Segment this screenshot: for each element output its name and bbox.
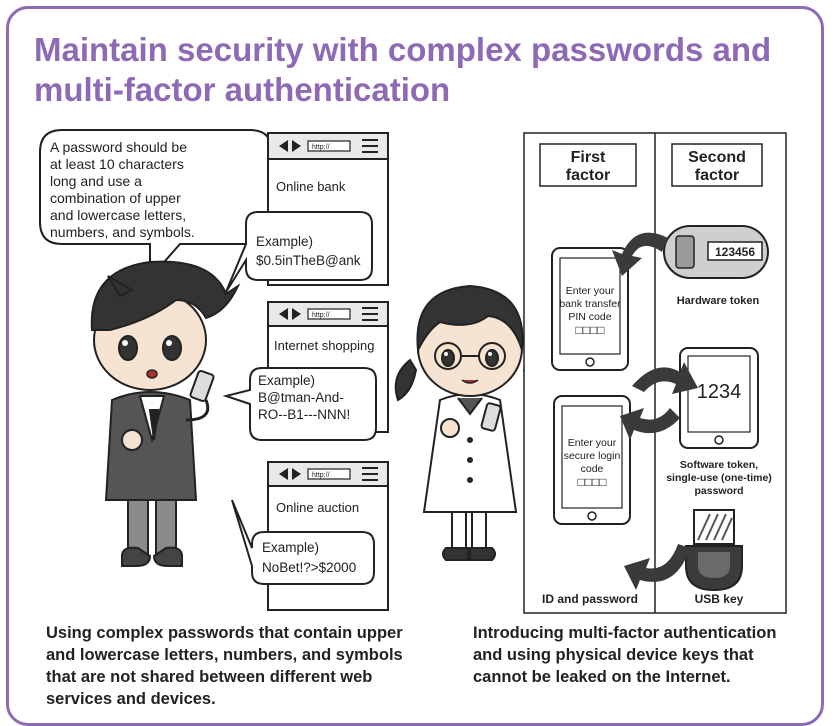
page-title: Maintain security with complex passwords…	[34, 30, 814, 110]
caption-left-line-2: and lowercase letters, numbers, and symb…	[46, 646, 403, 664]
menu-icon	[362, 467, 378, 481]
site-name-shopping: Internet shopping	[274, 338, 374, 353]
example-label-bank: Example)	[256, 234, 313, 249]
site-name-bank: Online bank	[276, 179, 346, 194]
speech-line-4: combination of upper	[50, 190, 181, 206]
back-arrow-icon	[279, 308, 288, 320]
phone1-pin-boxes: □□□□	[576, 323, 605, 337]
arrow-icon	[624, 544, 690, 590]
software-token-line-2: single-use (one-time)	[666, 472, 772, 484]
menu-icon	[362, 307, 378, 321]
id-password-label: ID and password	[542, 592, 638, 606]
software-token-line-3: password	[694, 485, 743, 497]
caption-left-line-3: that are not shared between different we…	[46, 668, 373, 686]
phone-bank-pin: Enter your bank transfer PIN code □□□□	[551, 247, 629, 371]
example-bubble-bank: Example) $0.5inTheB@ank	[225, 211, 373, 293]
example-password-auction: NoBet!?>$2000	[262, 560, 356, 575]
first-factor-line-1: First	[571, 149, 606, 166]
title-line-1: Maintain security with complex passwords…	[34, 31, 772, 68]
caption-right-line-2: and using physical device keys that	[473, 646, 754, 664]
caption-left: Using complex passwords that contain upp…	[46, 622, 441, 710]
arrow-icon	[632, 362, 698, 394]
second-factor-header: Second factor	[671, 143, 763, 187]
example-bubble-auction: Example) NoBet!?>$2000	[231, 499, 375, 585]
hardware-token-label: Hardware token	[677, 295, 760, 307]
caption-left-line-1: Using complex passwords that contain upp…	[46, 624, 403, 642]
phone2-line-1: Enter your	[568, 437, 617, 449]
forward-arrow-icon	[292, 308, 301, 320]
second-factor-line-2: factor	[695, 167, 739, 184]
second-factor-line-1: Second	[688, 149, 746, 166]
title-line-2: multi-factor authentication	[34, 71, 451, 108]
back-arrow-icon	[279, 468, 288, 480]
phone2-pin-boxes: □□□□	[578, 475, 607, 489]
forward-arrow-icon	[292, 468, 301, 480]
software-token-phone: 1234	[679, 347, 759, 449]
first-factor-line-2: factor	[566, 167, 610, 184]
arrow-icon	[612, 232, 668, 276]
speech-line-3: long and use a	[50, 173, 142, 189]
site-name-auction: Online auction	[276, 500, 359, 515]
boy-character	[90, 260, 241, 567]
girl-character	[394, 284, 546, 561]
example-bubble-shopping: Example) B@tman-And- RO--B1---NNN!	[222, 367, 377, 441]
usb-key	[685, 509, 743, 592]
software-token-line-1: Software token,	[680, 459, 758, 471]
hardware-token-code: 123456	[715, 245, 755, 259]
software-token-code: 1234	[697, 381, 742, 403]
speech-bubble: A password should be at least 10 charact…	[39, 129, 273, 281]
hardware-token: 123456	[663, 225, 769, 279]
example-password-shopping-1: B@tman-And-	[258, 390, 344, 405]
menu-icon	[362, 139, 378, 153]
caption-right-line-3: cannot be leaked on the Internet.	[473, 668, 731, 686]
forward-arrow-icon	[292, 140, 301, 152]
caption-left-line-4: services and devices.	[46, 690, 216, 708]
phone2-line-2: secure login	[564, 450, 621, 462]
arrows	[612, 232, 698, 590]
example-password-shopping-2: RO--B1---NNN!	[258, 407, 350, 422]
caption-right-line-1: Introducing multi-factor authentication	[473, 624, 777, 642]
speech-line-5: and lowercase letters,	[50, 207, 186, 223]
phone-login-code: Enter your secure login code □□□□	[553, 395, 631, 525]
speech-line-2: at least 10 characters	[50, 156, 184, 172]
phone2-line-3: code	[581, 463, 604, 475]
phone1-line-1: Enter your	[566, 285, 615, 297]
example-password-bank: $0.5inTheB@ank	[256, 253, 361, 268]
speech-line-6: numbers, and symbols.	[50, 224, 195, 240]
arrow-icon	[620, 408, 680, 440]
back-arrow-icon	[279, 140, 288, 152]
phone1-line-2: bank transfer	[559, 298, 621, 310]
url-bar-text: http://	[312, 472, 330, 479]
caption-right: Introducing multi-factor authentication …	[473, 622, 819, 688]
url-bar-text: http://	[312, 312, 330, 319]
phone1-line-3: PIN code	[568, 311, 611, 323]
example-label-auction: Example)	[262, 540, 319, 555]
first-factor-header: First factor	[539, 143, 637, 187]
speech-line-1: A password should be	[50, 139, 187, 155]
url-bar-text: http://	[312, 144, 330, 151]
example-label-shopping: Example)	[258, 373, 315, 388]
usb-key-label: USB key	[695, 592, 744, 606]
